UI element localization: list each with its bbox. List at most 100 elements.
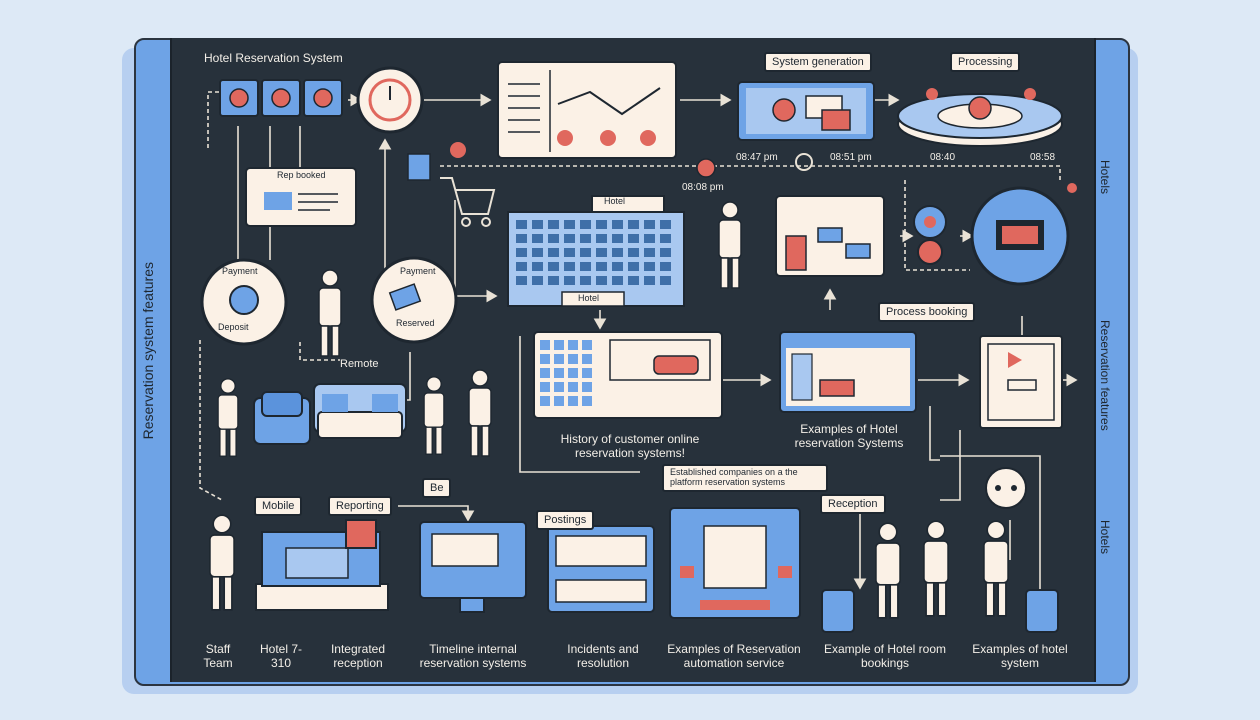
label-time-b: 08:51 pm	[830, 152, 872, 163]
bottom-caption-0: Staff Team	[203, 642, 233, 671]
tag-reception: Reception	[820, 494, 886, 514]
examples-screen	[779, 331, 917, 413]
bottom-caption-1: Hotel 7-310	[259, 642, 303, 671]
building-window	[580, 262, 591, 271]
building-window	[660, 234, 671, 243]
monitor-icon	[419, 521, 527, 613]
grid-cell	[540, 396, 550, 406]
label-time-d: 08:58	[1030, 152, 1056, 163]
tag-hotel-lobby: Hotel	[578, 293, 600, 303]
grid-cell	[568, 382, 578, 392]
grid-cell	[582, 354, 592, 364]
building-window	[580, 248, 591, 257]
grid-cell	[568, 368, 578, 378]
building-window	[660, 220, 671, 229]
document-icon	[979, 335, 1063, 429]
building-window	[644, 220, 655, 229]
building-window	[628, 234, 639, 243]
hotel-building	[507, 195, 685, 307]
building-window	[564, 248, 575, 257]
building-window	[628, 276, 639, 285]
gear-icon	[913, 205, 947, 265]
desk-icon	[255, 519, 389, 611]
chat-bubble-icon	[985, 467, 1027, 509]
person-figure	[209, 514, 235, 611]
building-window	[548, 220, 559, 229]
label-deposit: Deposit	[218, 322, 249, 332]
caption-examples: Examples of Hotel reservation Systems	[794, 422, 904, 451]
side-label-left: Reservation system features	[140, 262, 156, 440]
grid-cell	[582, 340, 592, 350]
building-window	[612, 276, 623, 285]
sofa-icons	[253, 383, 407, 445]
building-window	[548, 234, 559, 243]
grid-cell	[554, 340, 564, 350]
automation-screen	[669, 507, 801, 619]
building-window	[628, 262, 639, 271]
building-window	[596, 276, 607, 285]
label-time-c: 08:40	[930, 152, 956, 163]
grid-cell	[540, 382, 550, 392]
grid-cell	[554, 368, 564, 378]
grid-cell	[568, 354, 578, 364]
grid-cell	[582, 396, 592, 406]
tag-rep-booked: Rep booked	[277, 170, 326, 180]
cart-icon	[440, 177, 496, 227]
tag-payment-left: Payment	[222, 266, 258, 276]
building-window	[532, 276, 543, 285]
clock-icon	[356, 66, 424, 134]
building-window	[660, 248, 671, 257]
building-window	[612, 248, 623, 257]
building-window	[532, 220, 543, 229]
rep-booked-card	[245, 167, 357, 227]
person-figure	[923, 520, 949, 617]
grid-cell	[568, 340, 578, 350]
tag-system-generation: System generation	[764, 52, 872, 72]
grid-cell	[568, 396, 578, 406]
building-window	[564, 234, 575, 243]
tag-reporting: Reporting	[328, 496, 392, 516]
round-dashboard-icon	[970, 186, 1070, 286]
building-window	[644, 262, 655, 271]
chart-screen	[497, 61, 677, 159]
bottom-caption-3: Timeline internal reservation systems	[419, 642, 527, 671]
building-window	[660, 276, 671, 285]
building-window	[532, 262, 543, 271]
tag-be: Be	[422, 478, 452, 498]
building-window	[660, 262, 671, 271]
label-established: Established companies on a the platform …	[662, 464, 828, 492]
grid-cell	[582, 368, 592, 378]
side-label-right-bottom: Hotels	[1098, 520, 1112, 555]
building-window	[644, 276, 655, 285]
grid-cell	[554, 354, 564, 364]
building-window	[516, 220, 527, 229]
building-window	[532, 234, 543, 243]
building-window	[516, 262, 527, 271]
building-window	[612, 234, 623, 243]
booklet-icons	[219, 79, 343, 117]
building-window	[548, 276, 559, 285]
label-time-a: 08:47 pm	[736, 152, 778, 163]
person-figure	[983, 520, 1009, 617]
bottom-caption-2: Integrated reception	[330, 642, 386, 671]
person-figure	[718, 201, 742, 289]
bottom-caption-6: Example of Hotel room bookings	[823, 642, 947, 671]
building-window	[516, 234, 527, 243]
building-window	[548, 248, 559, 257]
person-figure	[318, 269, 342, 357]
workflow-screen	[775, 195, 885, 277]
bottom-caption-4: Incidents and resolution	[567, 642, 639, 671]
tag-mobile: Mobile	[254, 496, 303, 516]
person-figure	[423, 376, 445, 455]
building-window	[516, 248, 527, 257]
tag-payment-right: Payment	[400, 266, 436, 276]
building-window	[548, 262, 559, 271]
building-window	[564, 262, 575, 271]
grid-cell	[540, 340, 550, 350]
person-figure	[217, 378, 239, 457]
payment-right-icon	[370, 256, 458, 344]
tag-processing: Processing	[950, 52, 1021, 72]
diagram-title: Hotel Reservation System	[204, 51, 343, 65]
